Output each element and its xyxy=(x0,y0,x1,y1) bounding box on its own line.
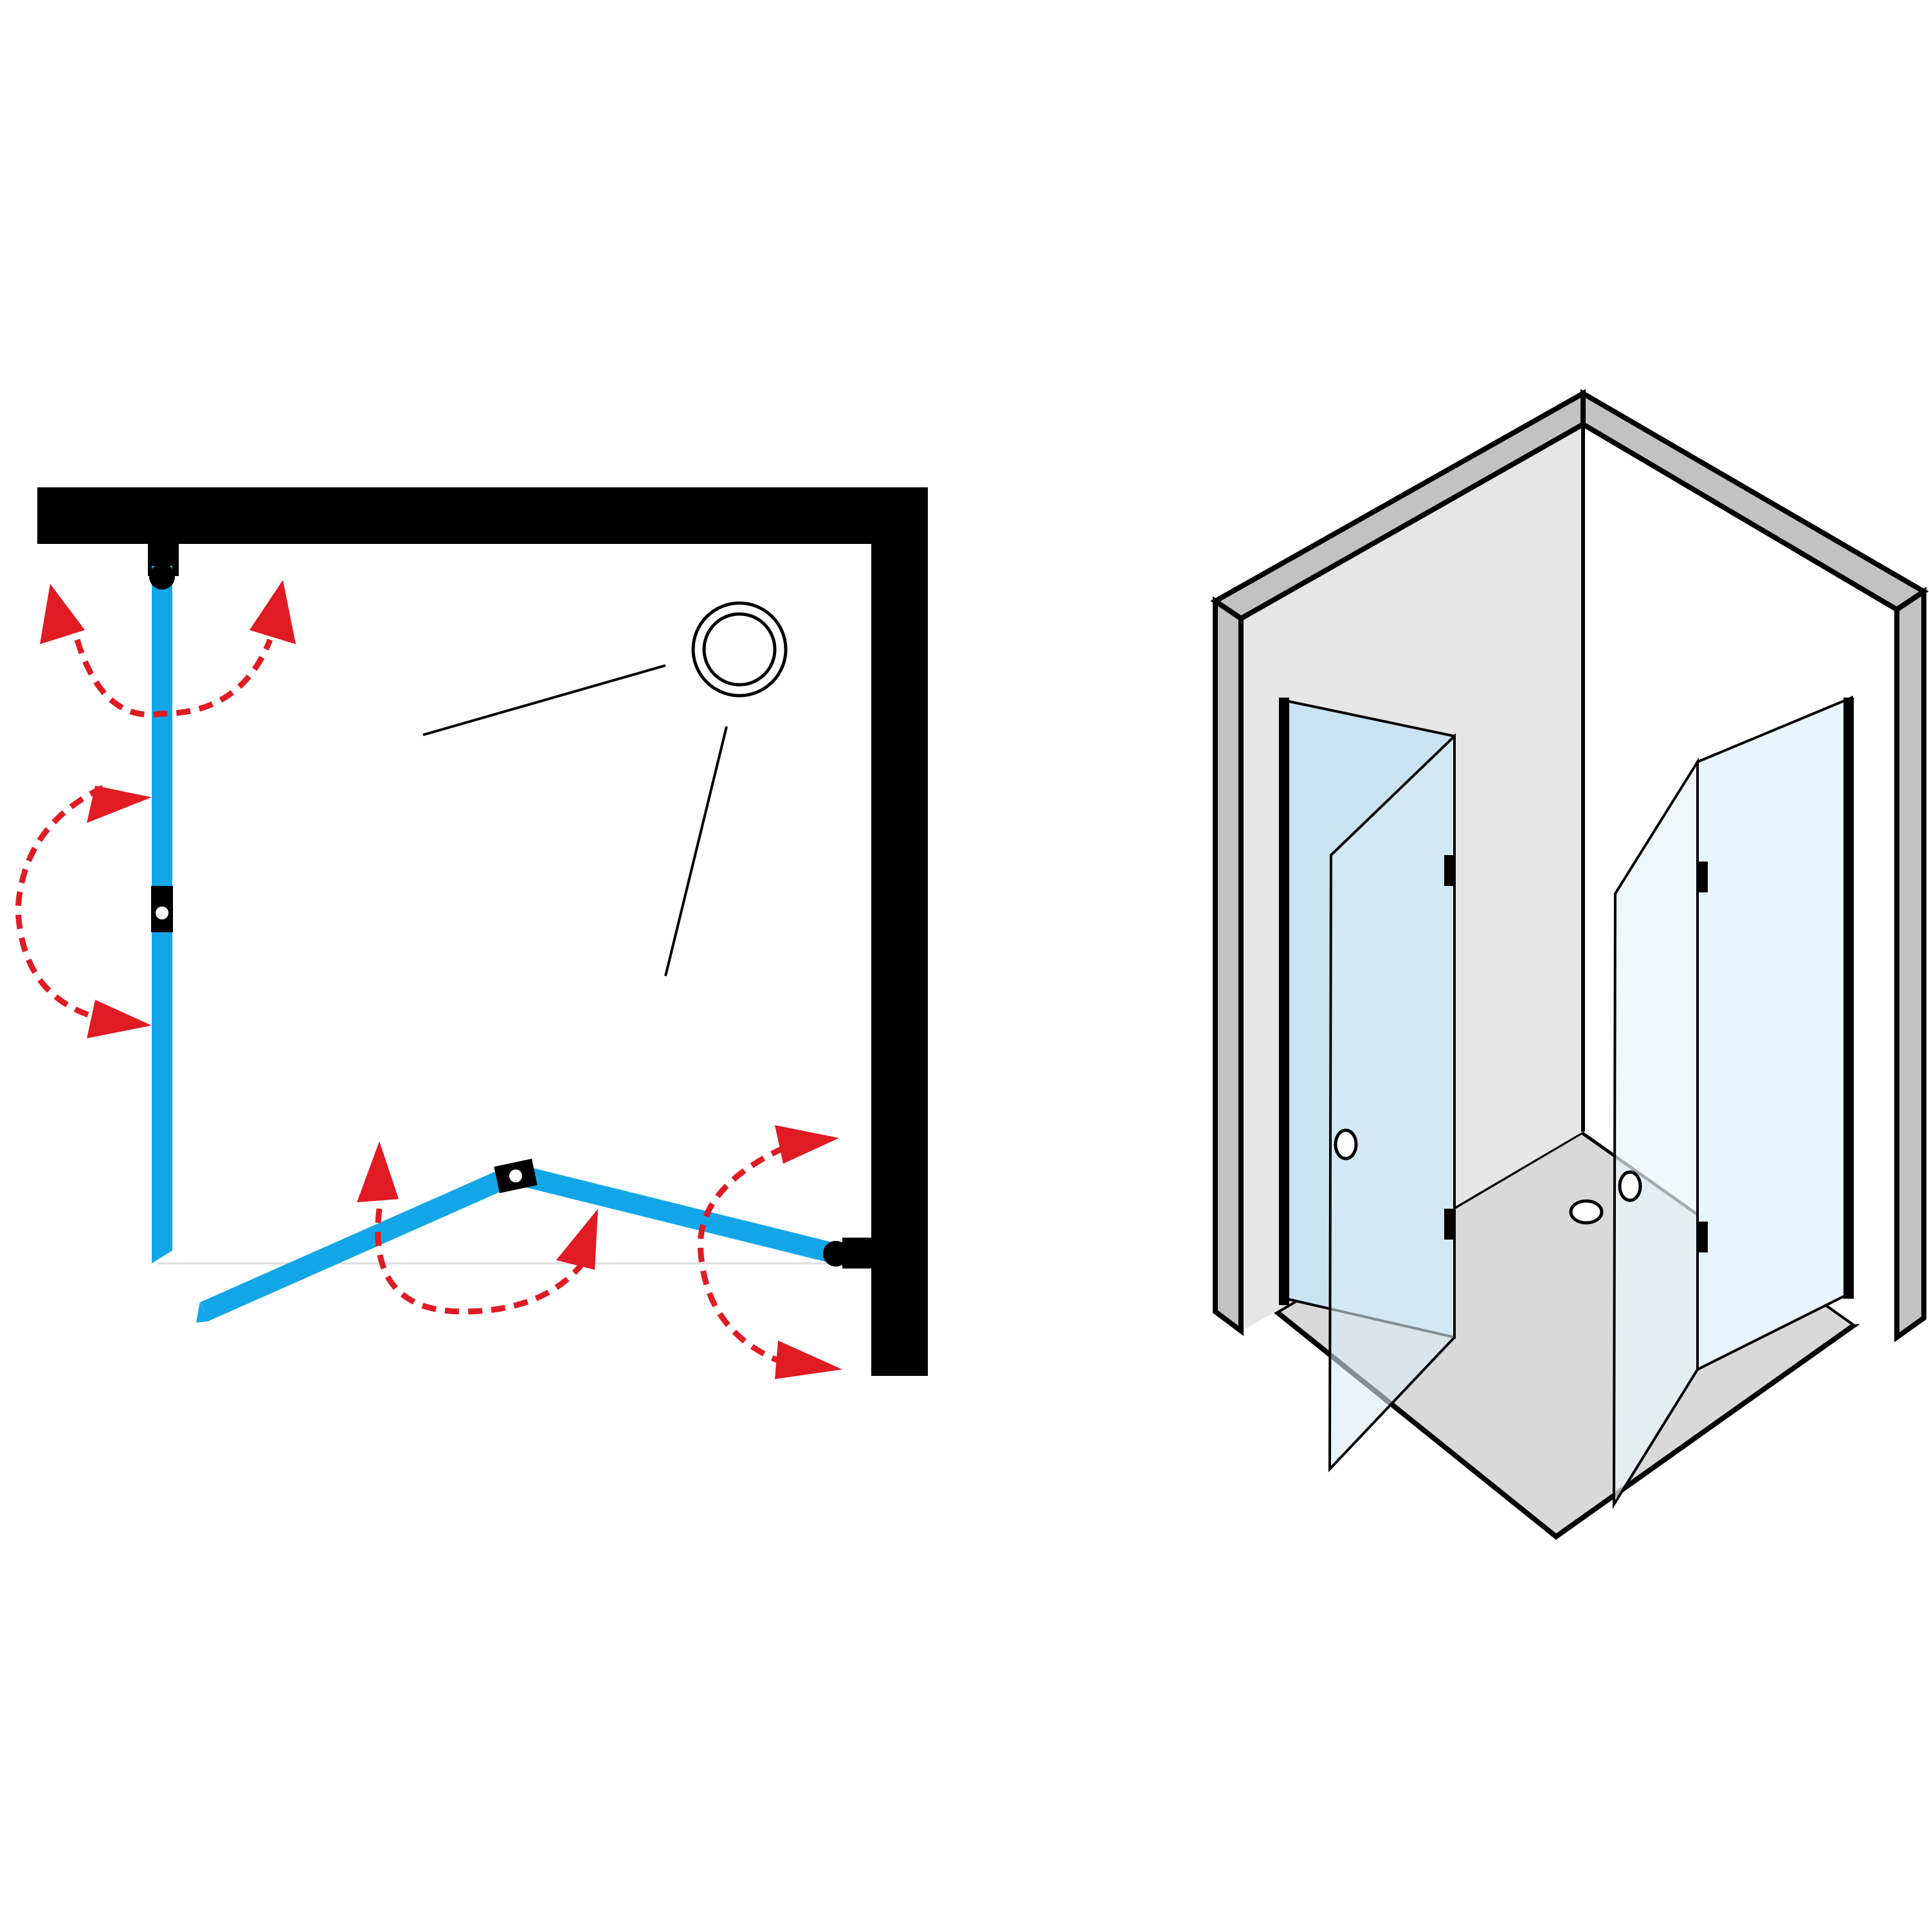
swing-arrow-icon xyxy=(556,1209,598,1270)
swing-arrow-icon xyxy=(249,580,296,644)
swing-arrow-icon xyxy=(15,784,104,1022)
hinge-icon xyxy=(823,1241,849,1267)
hinge-icon xyxy=(1444,1209,1453,1240)
iso-right-glass-panel xyxy=(1696,696,1853,1372)
iso-left-door-leaf xyxy=(1328,733,1456,1473)
swing-arrow-icon xyxy=(697,1144,786,1366)
drain-icon xyxy=(691,601,788,698)
iso-left-door-knob xyxy=(1334,1128,1358,1160)
hinge-icon xyxy=(149,564,175,590)
iso-left-wall-front-edge xyxy=(1213,596,1244,1336)
iso-right-wall-front-edge xyxy=(1894,586,1926,1342)
hinge-icon xyxy=(153,904,171,922)
swing-arrow-icon xyxy=(775,1125,839,1164)
iso-right-wall-inner-line xyxy=(1582,422,1898,611)
plan-walls xyxy=(37,487,928,1376)
swing-arrow-icon xyxy=(775,1341,842,1379)
swing-arrows xyxy=(15,638,786,1366)
iso-right-door-knob xyxy=(1618,1170,1642,1202)
plan-back-wall xyxy=(37,487,928,544)
plan-drain-slope-line xyxy=(664,726,728,977)
iso-right-door-leaf xyxy=(1612,757,1699,1510)
hinge-icon xyxy=(1444,855,1453,886)
swing-arrow-icon xyxy=(87,786,152,823)
swing-arrowheads xyxy=(40,580,842,1379)
plan-bottom-door-glass-right xyxy=(517,1165,838,1264)
swing-arrow-icon xyxy=(357,1141,399,1202)
swing-arrow-icon xyxy=(375,1208,588,1315)
hinge-icon xyxy=(1699,1222,1708,1252)
hinge-icon xyxy=(1699,862,1708,892)
plan-bottom-door-glass-tip xyxy=(196,1302,209,1323)
plan-right-wall xyxy=(871,487,928,1376)
swing-arrow-icon xyxy=(87,1000,152,1038)
swing-arrow-icon xyxy=(74,638,273,718)
drain-icon xyxy=(1569,1199,1604,1225)
hinge-icon xyxy=(507,1167,525,1185)
iso-left-wall-inner-line xyxy=(1240,422,1584,620)
plan-view xyxy=(15,487,928,1379)
plan-bottom-door xyxy=(196,1159,873,1323)
isometric-view xyxy=(1210,389,1929,1540)
swing-arrow-icon xyxy=(40,584,85,644)
plan-bottom-door-glass-left xyxy=(200,1167,514,1321)
plan-drain-slope-line xyxy=(422,664,666,736)
plan-left-door xyxy=(148,544,179,1263)
plan-left-door-glass-tip xyxy=(152,1244,172,1263)
